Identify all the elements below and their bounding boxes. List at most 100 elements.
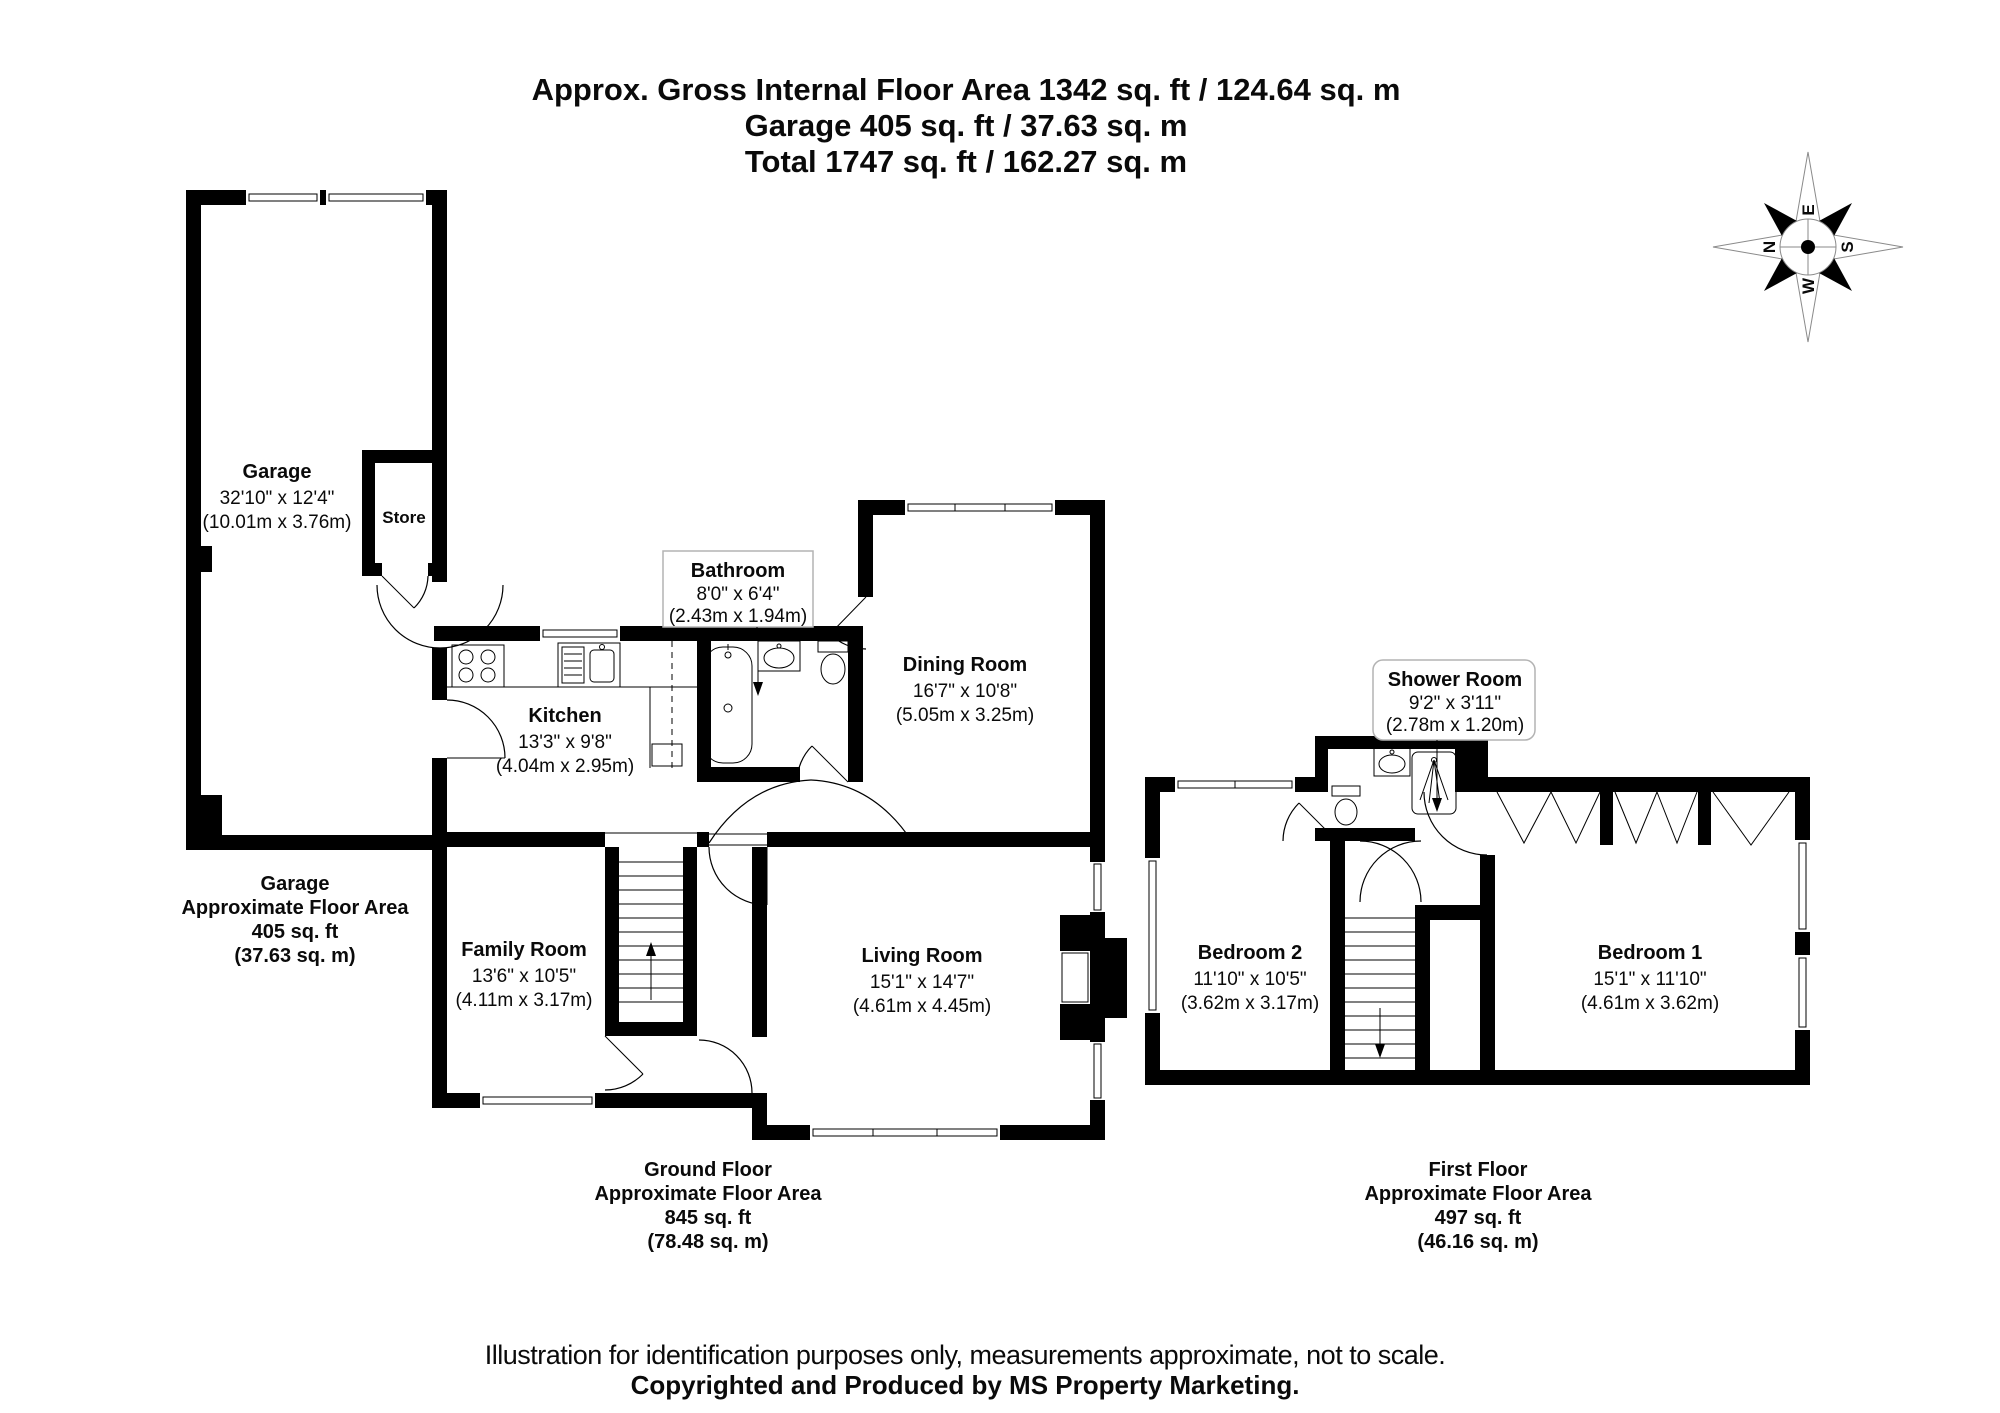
family-dims-ft: 13'6" x 10'5": [472, 966, 576, 987]
title-line3: Total 1747 sq. ft / 162.27 sq. m: [745, 144, 1187, 179]
room-store: Store: [362, 450, 447, 609]
room-dining: Dining Room 16'7" x 10'8" (5.05m x 3.25m…: [829, 500, 1105, 1140]
room-bathroom: Bathroom 8'0" x 6'4" (2.43m x 1.94m): [662, 550, 863, 783]
first-floor-plan: Shower Room 9'2" x 3'11" (2.78m x 1.20m)…: [1145, 659, 1810, 1085]
dining-dims-m: (5.05m x 3.25m): [896, 705, 1034, 726]
dining-door-icon: [829, 596, 867, 650]
ground-floor-line4: (78.48 sq. m): [647, 1231, 768, 1253]
compass-star-icon: [1712, 151, 1904, 343]
title-line2: Garage 405 sq. ft / 37.63 sq. m: [745, 108, 1188, 143]
footer-line2: Copyrighted and Produced by MS Property …: [631, 1370, 1300, 1400]
garage-area-line4: (37.63 sq. m): [234, 945, 355, 967]
room-garage: Garage 32'10" x 12'4" (10.01m x 3.76m): [186, 190, 504, 1108]
first-floor-area-label: First Floor Approximate Floor Area 497 s…: [1364, 1159, 1592, 1253]
kitchen-door-icon: [446, 699, 506, 759]
first-floor-line3: 497 sq. ft: [1435, 1207, 1522, 1229]
kitchen-sink-icon: [557, 642, 621, 688]
bathroom-door-icon: [796, 745, 849, 783]
dining-dims-ft: 16'7" x 10'8": [913, 681, 1017, 702]
bathroom-label-box: [662, 550, 814, 628]
family-door-icon: [604, 1035, 644, 1091]
first-floor-stairs: [1345, 855, 1495, 1070]
kitchen-window-icon: [540, 626, 620, 641]
family-dims-m: (4.11m x 3.17m): [456, 990, 593, 1011]
compass-south-label: S: [1838, 241, 1857, 252]
garage-area-line2: Approximate Floor Area: [181, 897, 409, 919]
ground-floor-line1: Ground Floor: [644, 1159, 772, 1181]
bedroom2-door-icon: [1282, 802, 1338, 842]
bedroom1-dims-m: (4.61m x 3.62m): [1581, 993, 1719, 1014]
room-family: Family Room 13'6" x 10'5" (4.11m x 3.17m…: [434, 847, 715, 1108]
room-kitchen: Kitchen 13'3" x 9'8" (4.04m x 2.95m): [434, 626, 863, 777]
first-floor-line4: (46.16 sq. m): [1417, 1231, 1538, 1253]
bedroom2-dims-ft: 11'10" x 10'5": [1193, 969, 1306, 990]
first-floor-line2: Approximate Floor Area: [1364, 1183, 1592, 1205]
bathtub-icon: [703, 644, 753, 764]
compass-east-label: E: [1799, 204, 1818, 215]
stairs-down-arrow-icon: [1375, 1008, 1385, 1058]
first-floor-line1: First Floor: [1429, 1159, 1528, 1181]
bedroom1-name-label: Bedroom 1: [1598, 942, 1702, 964]
compass-west-label: W: [1799, 277, 1818, 294]
title-line1: Approx. Gross Internal Floor Area 1342 s…: [532, 72, 1401, 107]
kitchen-dims-m: (4.04m x 2.95m): [496, 756, 634, 777]
shower-sink-icon: [1373, 743, 1411, 777]
garage-dims-m: (10.01m x 3.76m): [203, 512, 352, 533]
bedroom2-name-label: Bedroom 2: [1198, 942, 1302, 964]
garage-name-label: Garage: [243, 461, 312, 483]
bedroom1-window-icon: [1795, 840, 1810, 1030]
bedroom1-dims-ft: 15'1" x 11'10": [1593, 969, 1706, 990]
footer-line1: Illustration for identification purposes…: [485, 1340, 1446, 1370]
store-name-label: Store: [382, 508, 425, 527]
store-door-icon: [381, 575, 429, 609]
hall-double-door-icon: [708, 779, 914, 844]
compass-north-label: N: [1760, 241, 1779, 253]
compass-rose: E S W N: [1712, 151, 1904, 343]
hall-wall: [434, 779, 1090, 906]
hob-icon: [451, 644, 505, 688]
shower-toilet-icon: [1331, 785, 1361, 826]
living-name-label: Living Room: [861, 945, 982, 967]
dining-window-icon: [905, 500, 1055, 515]
shower-name-label: Shower Room: [1388, 669, 1522, 691]
ground-floor-line2: Approximate Floor Area: [594, 1183, 822, 1205]
living-dims-ft: 15'1" x 14'7": [870, 972, 974, 993]
title-block: Approx. Gross Internal Floor Area 1342 s…: [532, 72, 1401, 179]
ground-floor-area-label: Ground Floor Approximate Floor Area 845 …: [594, 1159, 822, 1253]
room-bedroom1: Bedroom 1 15'1" x 11'10" (4.61m x 3.62m): [1423, 791, 1790, 1014]
kitchen-dims-ft: 13'3" x 9'8": [518, 732, 612, 753]
kitchen-name-label: Kitchen: [528, 705, 601, 727]
kitchen-counter-icon: [447, 641, 697, 768]
garage-area-line1: Garage: [261, 873, 330, 895]
bedroom2-dims-m: (3.62m x 3.17m): [1181, 993, 1319, 1014]
garage-area-label: Garage Approximate Floor Area 405 sq. ft…: [181, 873, 409, 967]
bedroom1-door-icon: [1423, 791, 1488, 856]
room-shower: Shower Room 9'2" x 3'11" (2.78m x 1.20m): [1315, 659, 1536, 903]
bathroom-dims-ft: 8'0" x 6'4": [696, 584, 779, 605]
footer-disclaimer: Illustration for identification purposes…: [485, 1340, 1446, 1400]
room-bedroom2: Bedroom 2 11'10" x 10'5" (3.62m x 3.17m): [1181, 802, 1345, 1070]
shower-cubicle-icon: [1411, 751, 1457, 815]
dining-name-label: Dining Room: [903, 654, 1027, 676]
bedroom2-top-window-icon: [1175, 777, 1295, 792]
living-dims-m: (4.61m x 4.45m): [853, 996, 991, 1017]
living-east-window-icon: [1090, 862, 1105, 1100]
ground-floor-line3: 845 sq. ft: [665, 1207, 752, 1229]
living-side-door-icon: [698, 1039, 753, 1094]
bathroom-pointer-arrow-icon: [753, 655, 763, 696]
wardrobe-icon: [1496, 791, 1790, 846]
bathroom-name-label: Bathroom: [691, 560, 785, 582]
shower-door-icon: [1359, 840, 1422, 903]
toilet-icon: [817, 640, 849, 685]
bathroom-sink-icon: [757, 640, 801, 672]
room-living: Living Room 15'1" x 14'7" (4.61m x 4.45m…: [697, 847, 1127, 1140]
living-window-icon: [810, 1125, 1000, 1140]
fireplace-icon: [1060, 915, 1127, 1040]
bedroom2-side-window-icon: [1145, 858, 1160, 1013]
shower-label-box: [1372, 659, 1536, 741]
ground-floor-stairs: [605, 847, 697, 1036]
garage-window-icon: [246, 190, 426, 205]
garage-area-line3: 405 sq. ft: [252, 921, 339, 943]
